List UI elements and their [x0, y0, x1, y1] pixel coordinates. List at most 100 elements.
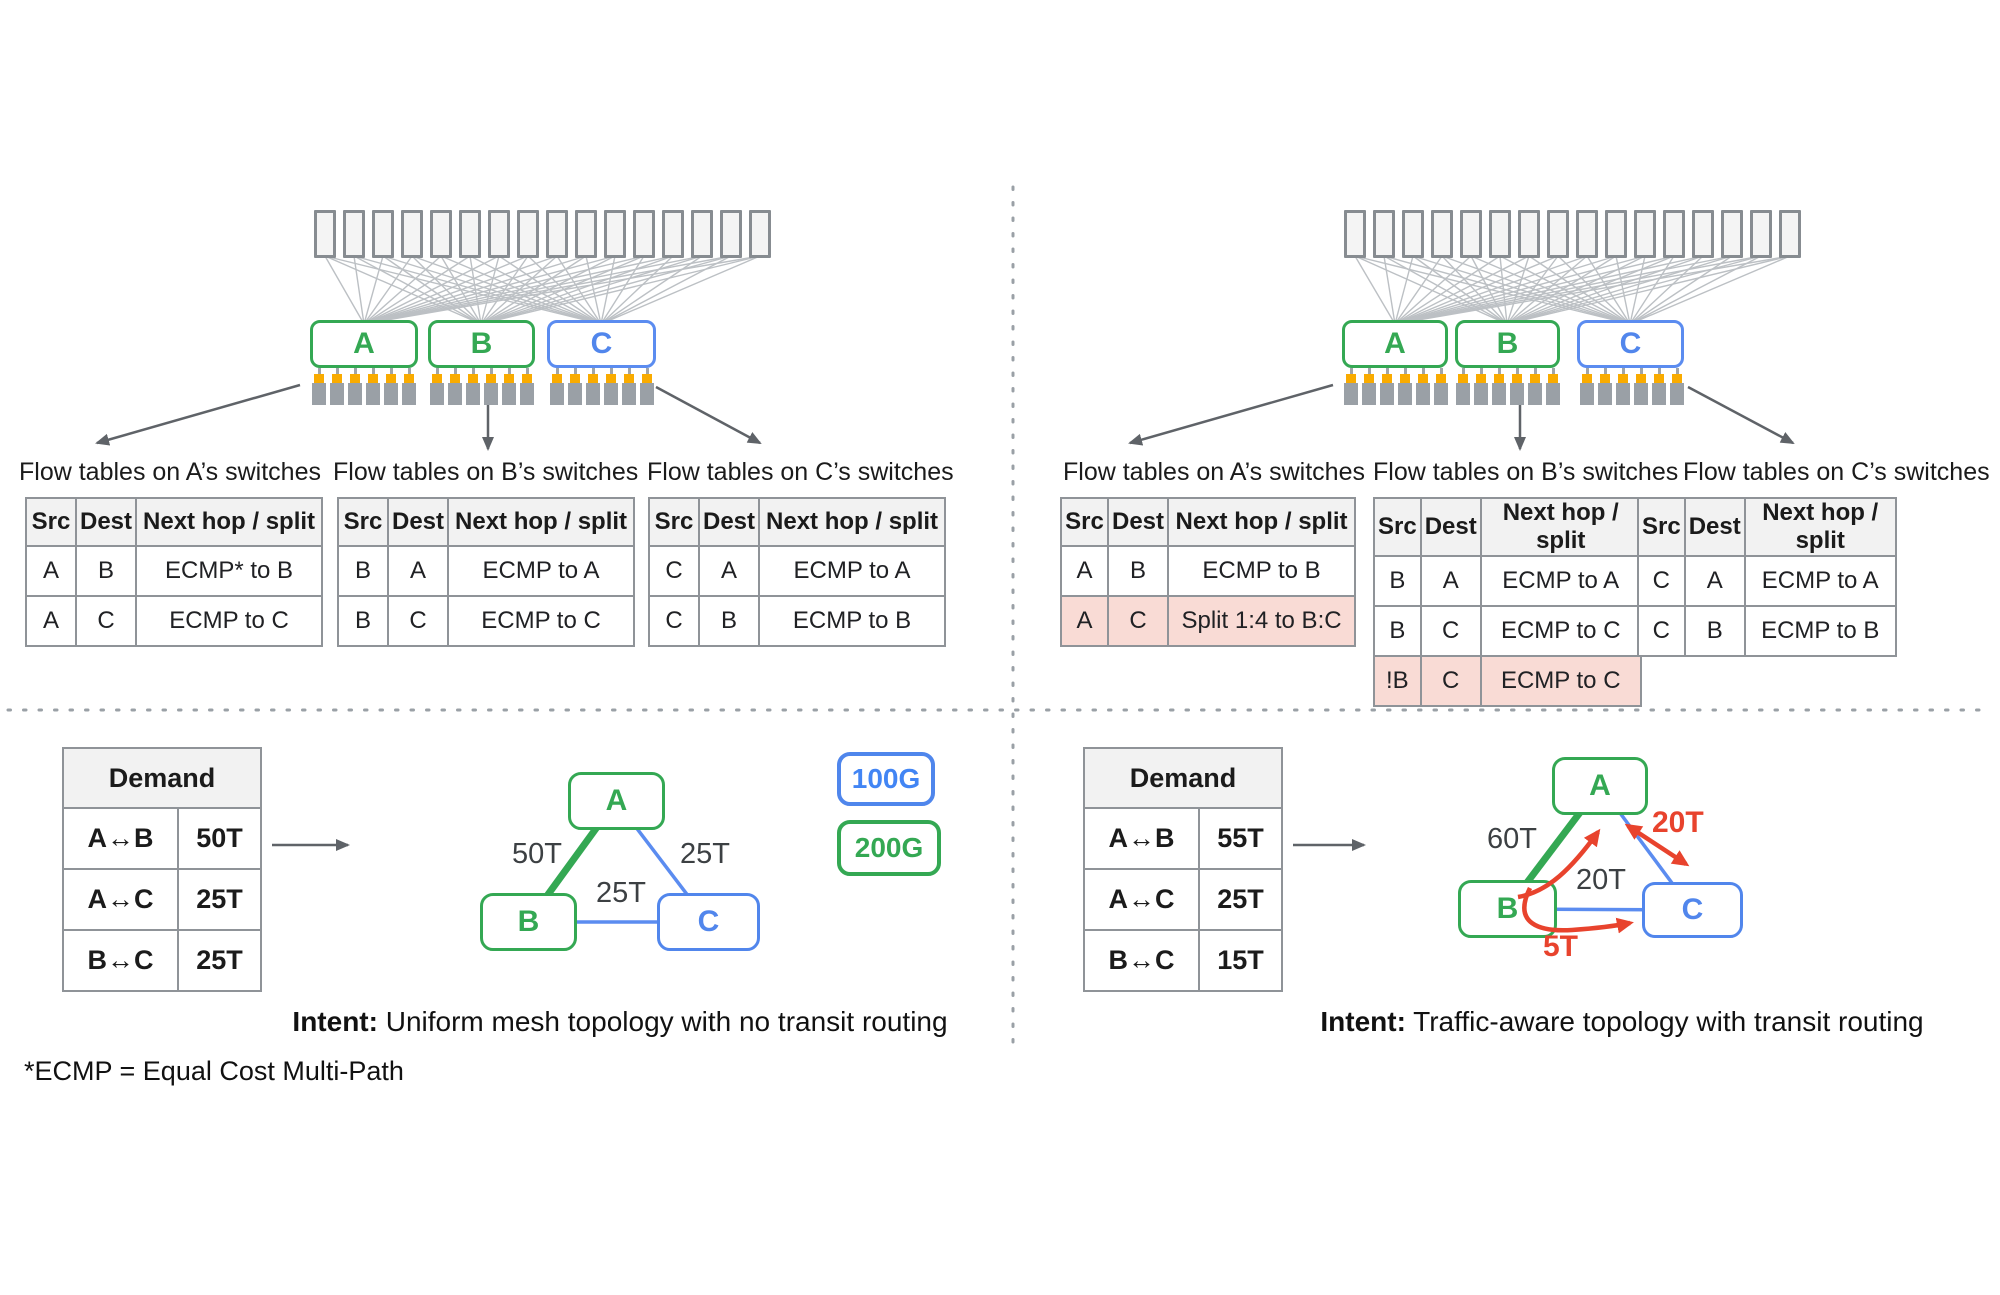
port	[1380, 368, 1394, 405]
flow-table: Src Dest Next hop / split B A ECMP to A …	[337, 497, 636, 647]
topology-node-c: C	[657, 893, 760, 951]
demand-header: Demand	[1083, 747, 1283, 809]
intent-left: Intent: Uniform mesh topology with no tr…	[220, 1006, 1020, 1038]
demand-table: Demand A↔B 50T A↔C 25T B↔C 25T	[62, 747, 262, 992]
port	[1434, 368, 1448, 405]
legend-200g-label: 200G	[854, 832, 924, 863]
spine-switch	[1431, 210, 1453, 258]
col-header-dest: Dest	[1419, 497, 1482, 557]
arrow-block-a-to-table	[95, 383, 301, 446]
table-row: B↔C 15T	[1083, 929, 1283, 992]
edge-label-ab: 50T	[512, 838, 562, 870]
intent-label: Intent:	[1320, 1006, 1406, 1037]
cell-next: ECMP to C	[135, 595, 324, 647]
spine-switch	[343, 210, 365, 258]
demand-pair: B↔C	[62, 929, 179, 992]
table-row: A B ECMP to B	[1060, 545, 1357, 597]
spine-switch	[459, 210, 481, 258]
col-header-src: Src	[337, 497, 389, 547]
cell-src: C	[648, 545, 700, 597]
cell-dest: A	[1419, 555, 1482, 607]
spine-switch	[401, 210, 423, 258]
col-header-src: Src	[1060, 497, 1109, 547]
port	[312, 368, 326, 405]
node-b-label: B	[517, 905, 540, 938]
footnote: *ECMP = Equal Cost Multi-Path	[24, 1056, 404, 1086]
block-a-label: A	[1384, 327, 1406, 360]
port	[1492, 368, 1506, 405]
cell-next: Split 1:4 to B:C	[1167, 595, 1357, 647]
table-row: B A ECMP to A	[1373, 555, 1642, 607]
cell-next: ECMP to C	[1479, 655, 1642, 707]
spine-switch	[1634, 210, 1656, 258]
cell-src: C	[1637, 555, 1686, 607]
flow-table: Src Dest Next hop / split A B ECMP to B …	[1060, 497, 1357, 647]
block-c-label: C	[590, 327, 613, 360]
intent-right: Intent: Traffic-aware topology with tran…	[1232, 1006, 2000, 1038]
port	[550, 368, 564, 405]
demand-pair: A↔C	[1083, 868, 1200, 931]
demand-value: 25T	[177, 868, 262, 931]
flow-table: Src Dest Next hop / split C A ECMP to A …	[1637, 497, 1897, 657]
cell-src: C	[1637, 605, 1686, 657]
demand-value: 25T	[1198, 868, 1283, 931]
flow-table: Src Dest Next hop / split C A ECMP to A …	[648, 497, 947, 647]
port	[1634, 368, 1648, 405]
legend-100g-label: 100G	[851, 763, 921, 794]
flow-table-title: Flow tables on B’s switches	[1373, 458, 1679, 486]
spine-switch	[1547, 210, 1569, 258]
legend-100g: 100G	[837, 752, 935, 806]
spine-switch	[430, 210, 452, 258]
node-a-label: A	[1589, 769, 1611, 802]
cell-dest: A	[1683, 555, 1746, 607]
col-header-dest: Dest	[74, 497, 138, 547]
block-c-ports	[550, 368, 654, 405]
cell-next: ECMP to A	[447, 545, 636, 597]
cell-dest: C	[1106, 595, 1170, 647]
table-row: A C ECMP to C	[25, 595, 324, 647]
port	[1344, 368, 1358, 405]
cell-next: ECMP to B	[1167, 545, 1357, 597]
transit-label-ac: 20T	[1652, 806, 1704, 839]
table-header-row: Src Dest Next hop / split	[337, 497, 636, 547]
port	[1652, 368, 1666, 405]
spine-switch	[1576, 210, 1598, 258]
spine-switch	[604, 210, 626, 258]
node-c-label: C	[697, 905, 720, 938]
block-c: C	[1577, 320, 1684, 368]
edge-label-ac: 25T	[680, 838, 730, 870]
col-header-src: Src	[1637, 497, 1686, 557]
cell-next: ECMP to B	[758, 595, 947, 647]
block-b: B	[428, 320, 535, 368]
demand-table: Demand A↔B 55T A↔C 25T B↔C 15T	[1083, 747, 1283, 992]
demand-value: 25T	[177, 929, 262, 992]
edge-label-bc: 25T	[596, 877, 646, 909]
flow-table-a: Src Dest Next hop / split A B ECMP to B …	[1060, 497, 1357, 647]
table-row: C B ECMP to B	[1637, 605, 1897, 657]
cell-dest: C	[74, 595, 138, 647]
demand-value: 55T	[1198, 807, 1283, 870]
block-b: B	[1455, 320, 1560, 368]
block-b-ports	[430, 368, 534, 405]
table-header-row: Src Dest Next hop / split	[1637, 497, 1897, 557]
block-a-ports	[312, 368, 416, 405]
port	[484, 368, 498, 405]
col-header-next: Next hop / split	[758, 497, 947, 547]
port	[1416, 368, 1430, 405]
table-row: A B ECMP* to B	[25, 545, 324, 597]
block-b-label: B	[1496, 327, 1519, 360]
port	[330, 368, 344, 405]
block-a-label: A	[353, 327, 375, 360]
cell-dest: B	[1106, 545, 1170, 597]
table-row: C B ECMP to B	[648, 595, 947, 647]
flow-table-title: Flow tables on A’s switches	[1063, 458, 1365, 486]
transit-label-bc: 5T	[1543, 930, 1579, 963]
port	[402, 368, 416, 405]
port	[622, 368, 636, 405]
arrow-block-c-to-table	[1687, 385, 1795, 445]
port	[1670, 368, 1684, 405]
cell-dest: C	[1419, 655, 1482, 707]
flow-table: Src Dest Next hop / split B A ECMP to A …	[1373, 497, 1642, 707]
